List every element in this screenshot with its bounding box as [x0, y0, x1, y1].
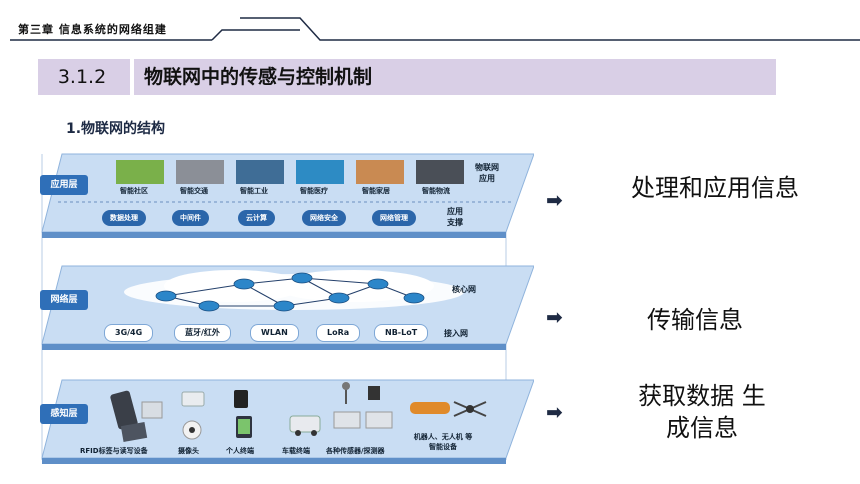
support-pill: 中间件 [172, 210, 209, 226]
core-network-label: 核心网 [452, 285, 476, 294]
access-pill: NB-LoT [374, 324, 429, 342]
iot-architecture-diagram: 应用层 智能社区 智能交通 智能工业 智能医疗 智能家居 智能物流 物联网 应用… [34, 140, 534, 472]
app-label: 智能工业 [240, 187, 268, 195]
apps-side-label: 物联网 应用 [475, 163, 499, 183]
arrow-icon: ➡ [546, 400, 563, 424]
device-label: 车载终端 [282, 447, 310, 455]
app-label: 智能医疗 [300, 187, 328, 195]
support-side-label: 应用 支撑 [447, 207, 463, 227]
device-label: 机器人、无人机 等智能设备 [413, 433, 473, 451]
description-perception: 获取数据 生成信息 [638, 382, 766, 442]
access-pill: LoRa [316, 324, 361, 342]
device-label: 摄像头 [178, 447, 199, 455]
section-title: 物联网中的传感与控制机制 [144, 66, 373, 88]
page-header: 第三章 信息系统的网络组建 [0, 0, 860, 44]
access-pill: 3G/4G [104, 324, 154, 342]
device-label: 各种传感器/探测器 [326, 447, 385, 455]
support-pill: 云计算 [238, 210, 275, 226]
app-label: 智能交通 [180, 187, 208, 195]
subtitle: 1.物联网的结构 [66, 121, 166, 137]
section-number: 3.1.2 [57, 66, 107, 88]
access-pill: 蓝牙/红外 [174, 324, 231, 342]
app-thumbnails [116, 160, 464, 184]
app-label: 智能物流 [422, 187, 450, 195]
support-pill: 网络管理 [372, 210, 416, 226]
device-icons [110, 382, 487, 442]
support-pill: 数据处理 [102, 210, 146, 226]
layer-tag-network: 网络层 [40, 290, 88, 310]
device-label: 个人终端 [226, 447, 254, 455]
access-pill: WLAN [250, 324, 299, 342]
access-side-label: 接入网 [444, 329, 468, 338]
chapter-title: 第三章 信息系统的网络组建 [18, 23, 167, 36]
support-pill: 网络安全 [302, 210, 346, 226]
header-decoration [10, 17, 860, 41]
arrow-icon: ➡ [546, 188, 563, 212]
description-network: 传输信息 [647, 306, 743, 334]
description-application: 处理和应用信息 [631, 174, 799, 202]
app-label: 智能社区 [120, 187, 148, 195]
section-heading: 3.1.2 物联网中的传感与控制机制 [38, 59, 776, 95]
arrow-icon: ➡ [546, 305, 563, 329]
app-label: 智能家居 [362, 187, 390, 195]
device-label: RFID标签与读写设备 [80, 447, 148, 455]
layer-tag-perception: 感知层 [40, 404, 88, 424]
layer-tag-application: 应用层 [40, 175, 88, 195]
section-divider [130, 59, 134, 95]
diagram-graphics [41, 153, 534, 464]
